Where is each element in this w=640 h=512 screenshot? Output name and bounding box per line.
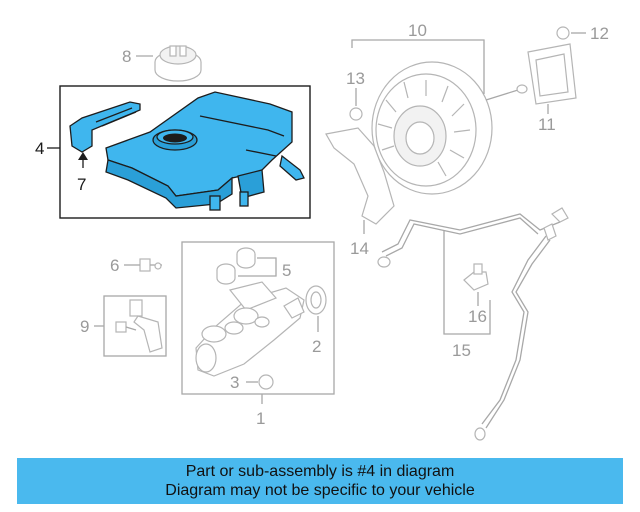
callout-11: 11 xyxy=(538,115,556,134)
part-8-reservoir-cap[interactable] xyxy=(154,45,202,82)
callout-1: 1 xyxy=(256,409,265,428)
callout-15: 15 xyxy=(452,341,471,360)
part-2-seal[interactable] xyxy=(305,285,327,315)
callout-8: 8 xyxy=(122,47,131,66)
callout-5: 5 xyxy=(282,261,291,280)
part-9-pressure-sensor[interactable] xyxy=(115,299,163,353)
callout-14: 14 xyxy=(350,239,369,258)
callout-4: 4 xyxy=(35,139,44,158)
part-14-heat-shield[interactable] xyxy=(325,127,395,225)
callout-16: 16 xyxy=(468,307,487,326)
leader-10 xyxy=(351,39,485,94)
part-13-nut[interactable] xyxy=(349,107,363,121)
leader-15 xyxy=(443,230,491,335)
part-7-level-sensor[interactable] xyxy=(69,101,141,153)
banner-line-2: Diagram may not be specific to your vehi… xyxy=(165,482,475,499)
part-1-master-cylinder[interactable] xyxy=(195,281,305,377)
callout-6: 6 xyxy=(110,256,119,275)
callout-7: 7 xyxy=(77,175,86,194)
part-5-grommets[interactable] xyxy=(216,247,256,285)
part-3-plug[interactable] xyxy=(258,374,274,390)
callout-3: 3 xyxy=(230,373,239,392)
callout-2: 2 xyxy=(312,337,321,356)
callout-12: 12 xyxy=(590,24,609,43)
arrow-7 xyxy=(78,152,88,160)
parts-diagram: 8 4 7 xyxy=(35,21,609,441)
leader-5 xyxy=(238,257,277,277)
part-11-gasket[interactable] xyxy=(527,43,577,105)
callout-9: 9 xyxy=(80,317,89,336)
part-16-clip[interactable] xyxy=(463,263,489,291)
brake-lines[interactable] xyxy=(377,207,569,441)
part-4-fluid-reservoir[interactable] xyxy=(105,91,305,211)
part-12-clip[interactable] xyxy=(556,26,570,40)
callout-10: 10 xyxy=(408,21,427,40)
callout-13: 13 xyxy=(346,69,365,88)
part-6-bolt[interactable] xyxy=(139,258,162,272)
info-banner: Part or sub-assembly is #4 in diagram Di… xyxy=(17,458,623,504)
part-4-box xyxy=(59,85,311,219)
banner-line-1: Part or sub-assembly is #4 in diagram xyxy=(185,463,455,480)
part-1-box xyxy=(181,241,335,395)
part-10-brake-booster[interactable] xyxy=(371,61,528,195)
